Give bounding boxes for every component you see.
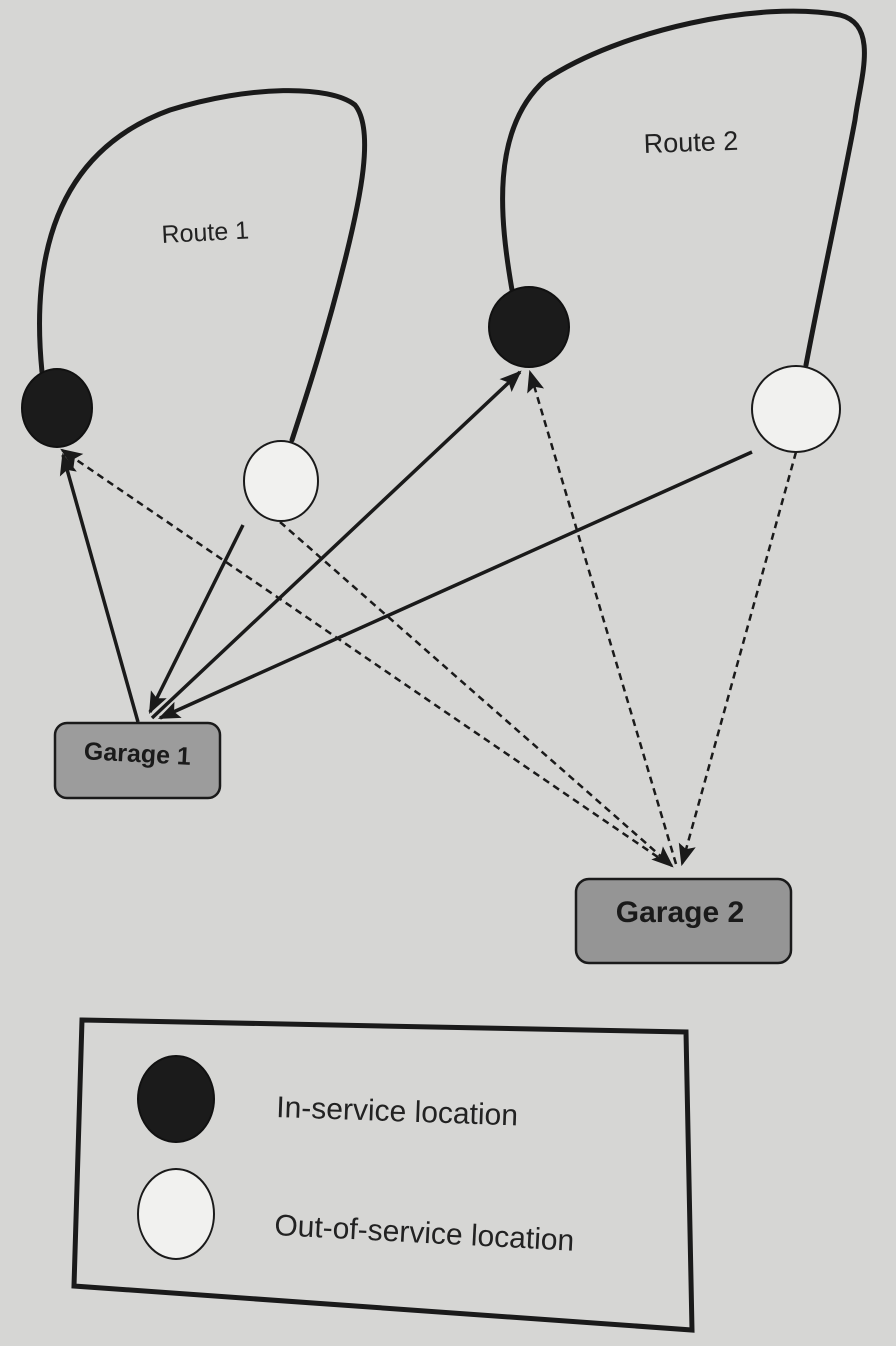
garage-2-to-route-2-in-service: [527, 369, 678, 865]
legend-out-of-service-icon: [137, 1168, 215, 1260]
garage-2-to-route-1-in-service: [60, 448, 669, 866]
legend-out-of-service-label: Out-of-service location: [274, 1209, 575, 1258]
garage-1-label: Garage 1: [83, 737, 191, 771]
route-2-path: [500, 8, 867, 368]
garage-2-box: [574, 877, 793, 965]
garage-1-to-route-2-in-service: [150, 370, 522, 720]
legend-box: [71, 1017, 695, 1333]
route-2-out-of-service-node: [751, 365, 841, 453]
garage-2-label: Garage 2: [616, 896, 744, 929]
route-2-out-of-service-to-garage-1: [157, 450, 753, 720]
legend: In-service location Out-of-service locat…: [71, 1017, 695, 1333]
route-2-out-of-service-to-garage-2: [678, 451, 798, 867]
route-1-label: Route 1: [161, 216, 250, 249]
garage-1-connections: [59, 370, 753, 723]
route-1-path: [37, 88, 368, 443]
route-1-out-of-service-node: [243, 440, 319, 522]
route-1-out-of-service-to-garage-1: [148, 524, 245, 714]
route-2-label: Route 2: [643, 126, 739, 159]
route-1-in-service-node: [21, 368, 93, 448]
route-1-out-of-service-to-garage-2: [279, 521, 674, 868]
garage-1-to-route-1-in-service: [59, 452, 140, 723]
garage-1: Garage 1: [53, 721, 222, 800]
legend-in-service-icon: [137, 1055, 215, 1143]
garage-2: Garage 2: [574, 877, 793, 965]
garage-2-connections: [60, 369, 798, 868]
route-2-in-service-node: [488, 286, 570, 368]
garage-1-box: [53, 721, 222, 800]
legend-in-service-label: In-service location: [276, 1091, 519, 1132]
